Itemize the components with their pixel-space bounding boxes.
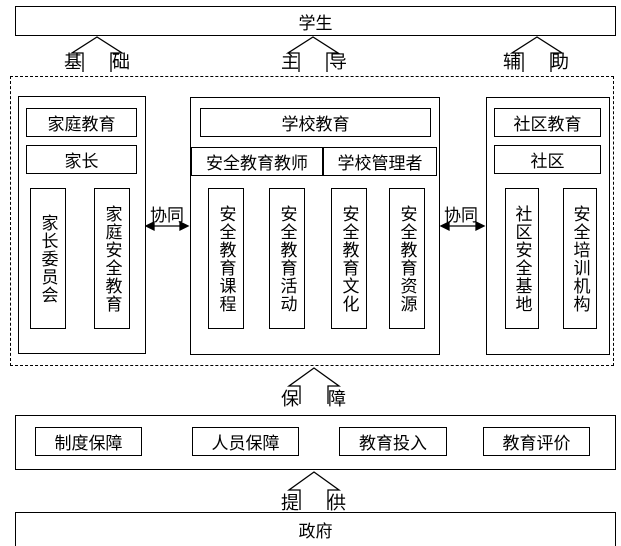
link-left-label: 协同 xyxy=(150,206,184,226)
guarantee-item-4: 教育评价 xyxy=(502,434,571,454)
family-item-2: 家庭安全教育 xyxy=(101,204,122,313)
label-provide-1: 提 xyxy=(281,493,299,514)
label-provide-2: 供 xyxy=(328,493,346,514)
label-foundation-1: 基 xyxy=(64,52,82,73)
arrow-up-foundation xyxy=(69,36,125,72)
community-item-box-2: 安全培训机构 xyxy=(563,188,597,329)
community-sub: 社区 xyxy=(530,152,565,172)
arrow-up-guarantee xyxy=(286,367,342,404)
arrow-up-provide xyxy=(286,471,342,510)
school-item-4: 安全教育资源 xyxy=(396,204,417,313)
label-lead-2: 导 xyxy=(329,52,347,73)
family-item-1: 家长委员会 xyxy=(37,213,58,304)
guarantee-item-3: 教育投入 xyxy=(359,434,427,454)
school-role-2: 学校管理者 xyxy=(337,154,423,174)
guarantee-item-box-3: 教育投入 xyxy=(339,427,447,456)
education-region xyxy=(10,76,614,366)
school-role-1: 安全教育教师 xyxy=(206,154,308,174)
arrow-up-assist xyxy=(509,36,565,72)
government-box: 政府 xyxy=(15,512,616,546)
community-sub-box: 社区 xyxy=(494,145,601,174)
family-item-box-2: 家庭安全教育 xyxy=(94,188,130,329)
arrow-up-lead xyxy=(285,36,341,72)
government-label: 政府 xyxy=(298,522,333,542)
school-role-box-1: 安全教育教师 xyxy=(191,147,323,176)
community-title: 社区教育 xyxy=(513,115,582,135)
link-right-label: 协同 xyxy=(444,206,478,226)
student-label: 学生 xyxy=(298,13,333,34)
double-arrow-right xyxy=(439,220,486,232)
label-lead-1: 主 xyxy=(281,52,299,73)
school-item-box-1: 安全教育课程 xyxy=(208,188,244,329)
guarantee-item-box-4: 教育评价 xyxy=(483,427,590,456)
school-item-1: 安全教育课程 xyxy=(215,204,236,313)
school-item-3: 安全教育文化 xyxy=(338,204,359,313)
school-title: 学校教育 xyxy=(281,115,350,135)
double-arrow-left xyxy=(144,220,190,232)
label-foundation-2: 础 xyxy=(112,52,130,73)
school-item-2: 安全教育活动 xyxy=(276,204,297,313)
label-assist-2: 助 xyxy=(551,52,569,73)
school-item-box-2: 安全教育活动 xyxy=(269,188,305,329)
community-item-box-1: 社区安全基地 xyxy=(505,188,539,329)
school-item-box-4: 安全教育资源 xyxy=(389,188,425,329)
school-title-box: 学校教育 xyxy=(200,108,431,137)
label-guarantee-2: 障 xyxy=(328,389,346,410)
community-item-1: 社区安全基地 xyxy=(511,204,532,313)
label-assist-1: 辅 xyxy=(503,52,521,73)
family-sub: 家长 xyxy=(64,152,99,172)
student-box: 学生 xyxy=(15,6,616,36)
guarantee-item-2: 人员保障 xyxy=(211,434,280,454)
school-item-box-3: 安全教育文化 xyxy=(331,188,367,329)
guarantee-item-box-1: 制度保障 xyxy=(35,427,142,456)
community-title-box: 社区教育 xyxy=(494,108,601,137)
guarantee-item-1: 制度保障 xyxy=(54,434,123,454)
family-sub-box: 家长 xyxy=(26,145,137,174)
family-title: 家庭教育 xyxy=(47,115,116,135)
community-item-2: 安全培训机构 xyxy=(569,204,590,313)
school-role-box-2: 学校管理者 xyxy=(323,147,437,176)
label-guarantee-1: 保 xyxy=(281,389,299,410)
family-item-box-1: 家长委员会 xyxy=(30,188,66,329)
guarantee-item-box-2: 人员保障 xyxy=(192,427,299,456)
family-title-box: 家庭教育 xyxy=(26,108,137,137)
